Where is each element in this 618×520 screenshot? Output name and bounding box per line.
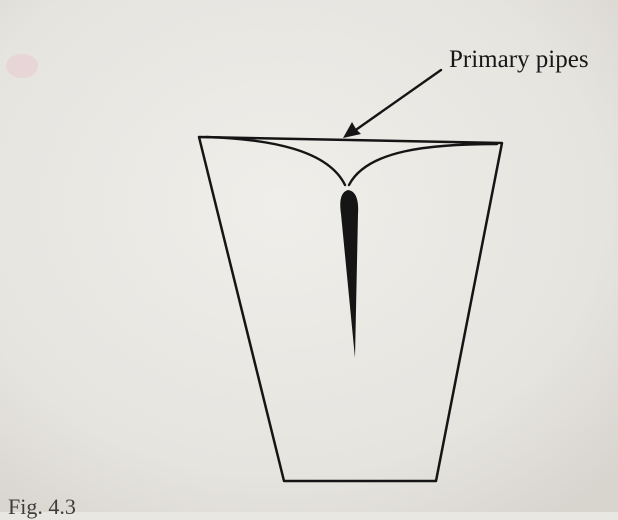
ingot-mould-outline: [197, 135, 504, 483]
callout-arrow-shaft: [348, 68, 443, 136]
shrinkage-cavity: [340, 190, 359, 358]
callout-arrow-head: [343, 122, 361, 138]
paper-stain: [6, 54, 38, 78]
primary-pipe-curve-left: [204, 135, 347, 187]
figure-caption: Fig. 4.3: [8, 494, 76, 519]
primary-pipes-label: Primary pipes: [449, 46, 589, 73]
primary-pipe-curve-right: [347, 142, 499, 187]
